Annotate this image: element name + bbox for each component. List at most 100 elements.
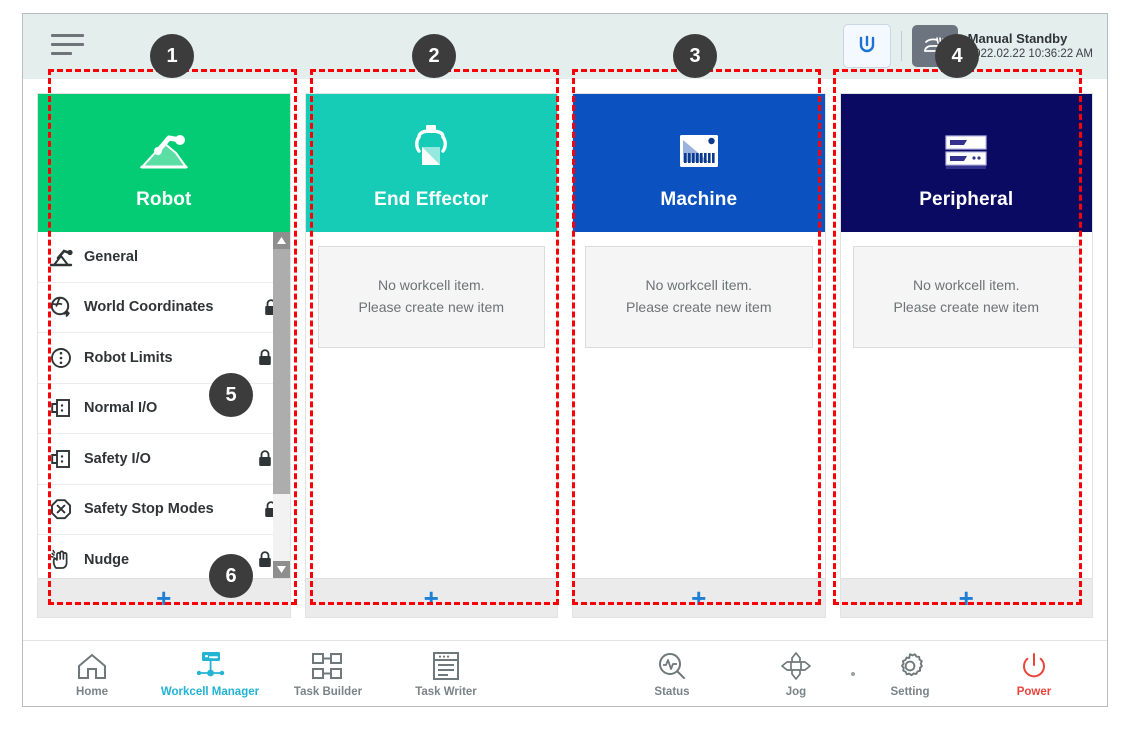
add-item-button[interactable]: + <box>38 578 290 617</box>
list-item[interactable]: Safety Stop Modes <box>38 484 290 535</box>
cobot-mode-icon <box>859 35 874 53</box>
mode-text-block: Manual Standby 2022.02.22 10:36:22 AM <box>968 31 1093 62</box>
machine-body: No workcell item. Please create new item <box>573 232 825 578</box>
nav-label: Task Writer <box>415 685 477 698</box>
nav-item-home[interactable]: Home <box>53 650 131 698</box>
task-writer-icon <box>432 650 460 682</box>
cobot-mode-button[interactable] <box>842 24 891 68</box>
status-magnifier-icon <box>657 650 687 682</box>
peripheral-rack-icon <box>941 115 991 173</box>
io-port-icon <box>48 446 74 472</box>
stop-octagon-icon <box>48 496 74 522</box>
scroll-thumb[interactable] <box>272 249 290 494</box>
robot-body: General Wor <box>38 232 290 578</box>
scroll-down-button[interactable] <box>272 561 290 578</box>
empty-state: No workcell item. Please create new item <box>585 246 813 348</box>
plus-icon: + <box>156 583 172 613</box>
peripheral-title: Peripheral <box>919 189 1014 210</box>
machine-icon <box>676 115 722 173</box>
machine-title: Machine <box>660 189 738 210</box>
empty-line-1: No workcell item. <box>645 277 753 294</box>
empty-state: No workcell item. Please create new item <box>317 246 545 348</box>
hamburger-line <box>51 34 84 37</box>
lock-icon <box>258 551 272 568</box>
task-builder-icon <box>311 650 345 682</box>
nav-item-workcell-manager[interactable]: Workcell Manager <box>161 650 259 698</box>
mode-title: Manual Standby <box>967 30 1068 46</box>
list-item-label: World Coordinates <box>84 299 214 316</box>
list-item-label: Normal I/O <box>84 400 158 417</box>
vertical-divider <box>900 31 902 61</box>
peripheral-body: No workcell item. Please create new item <box>840 232 1092 578</box>
list-item[interactable]: General <box>38 232 290 283</box>
bottom-nav-right: Status Jog <box>633 650 1107 698</box>
limits-circle-icon <box>48 345 74 371</box>
chevron-down-icon <box>276 566 286 573</box>
nav-label: Task Builder <box>293 685 363 698</box>
nudge-hand-icon <box>48 547 74 573</box>
nav-item-power[interactable]: Power <box>995 650 1073 698</box>
workcell-columns: Robot General <box>23 79 1107 640</box>
end-effector-header-card[interactable]: End Effector <box>305 94 557 232</box>
power-icon <box>1020 650 1048 682</box>
empty-line-2: Please create new item <box>625 299 772 315</box>
bottom-nav-left: Home Workcell Manager <box>23 650 485 698</box>
lock-icon <box>258 450 272 467</box>
nav-item-task-builder[interactable]: Task Builder <box>289 650 367 698</box>
empty-state: No workcell item. Please create new item <box>852 246 1080 348</box>
empty-line-2: Please create new item <box>358 299 505 315</box>
list-item-label: Nudge <box>84 551 130 568</box>
end-effector-column: End Effector No workcell item. Please cr… <box>304 93 558 618</box>
plus-icon: + <box>958 583 974 613</box>
nav-item-task-writer[interactable]: Task Writer <box>407 650 485 698</box>
empty-line-1: No workcell item. <box>912 277 1020 294</box>
hamburger-line <box>51 43 84 46</box>
manual-hand-icon <box>911 25 958 67</box>
workcell-manager-icon <box>193 650 227 682</box>
add-item-button[interactable]: + <box>305 578 557 617</box>
workcell-item-list: General Wor <box>38 232 290 578</box>
empty-line-2: Please create new item <box>893 299 1040 315</box>
list-scrollbar[interactable] <box>272 232 290 578</box>
end-effector-title: End Effector <box>374 189 489 210</box>
machine-header-card[interactable]: Machine <box>573 94 825 232</box>
nav-label: Status <box>654 685 690 698</box>
robot-arm-small-icon <box>48 244 74 270</box>
plus-icon: + <box>423 583 439 613</box>
nav-label: Home <box>76 685 108 698</box>
hamburger-menu-icon[interactable] <box>51 34 91 60</box>
list-item-label: Safety I/O <box>84 450 151 467</box>
nav-item-jog[interactable]: Jog <box>757 650 835 698</box>
list-item-label: Safety Stop Modes <box>84 501 214 518</box>
robot-column: Robot General <box>37 93 291 618</box>
peripheral-column: Peripheral No workcell item. Please crea… <box>839 93 1093 618</box>
list-item[interactable]: Normal I/O <box>38 383 290 434</box>
machine-column: Machine No workcell item. Please create … <box>572 93 826 618</box>
hamburger-line <box>51 52 72 55</box>
robot-arm-icon <box>136 115 192 173</box>
nav-label: Power <box>1016 685 1052 698</box>
robot-header-card[interactable]: Robot <box>38 94 290 232</box>
add-item-button[interactable]: + <box>573 578 825 617</box>
list-item[interactable]: Robot Limits <box>38 333 290 384</box>
add-item-button[interactable]: + <box>840 578 1092 617</box>
list-item-label: General <box>84 248 138 265</box>
globe-coordinates-icon <box>48 294 74 320</box>
nav-label: Workcell Manager <box>160 685 260 698</box>
io-port-icon <box>48 395 74 421</box>
nav-item-status[interactable]: Status <box>633 650 711 698</box>
gear-icon <box>895 650 925 682</box>
plus-icon: + <box>691 583 707 613</box>
list-item[interactable]: Nudge <box>38 535 290 578</box>
list-item-label: Robot Limits <box>84 349 173 366</box>
scroll-up-button[interactable] <box>272 232 290 249</box>
chevron-up-icon <box>276 237 286 244</box>
list-item[interactable]: Safety I/O <box>38 434 290 485</box>
peripheral-header-card[interactable]: Peripheral <box>840 94 1092 232</box>
nav-item-setting[interactable]: Setting <box>871 650 949 698</box>
status-area: Manual Standby 2022.02.22 10:36:22 AM <box>842 23 1093 69</box>
list-item[interactable]: World Coordinates <box>38 282 290 333</box>
top-bar: Manual Standby 2022.02.22 10:36:22 AM <box>23 14 1107 79</box>
hand-glyph <box>923 37 944 52</box>
nav-label: Jog <box>785 685 807 698</box>
